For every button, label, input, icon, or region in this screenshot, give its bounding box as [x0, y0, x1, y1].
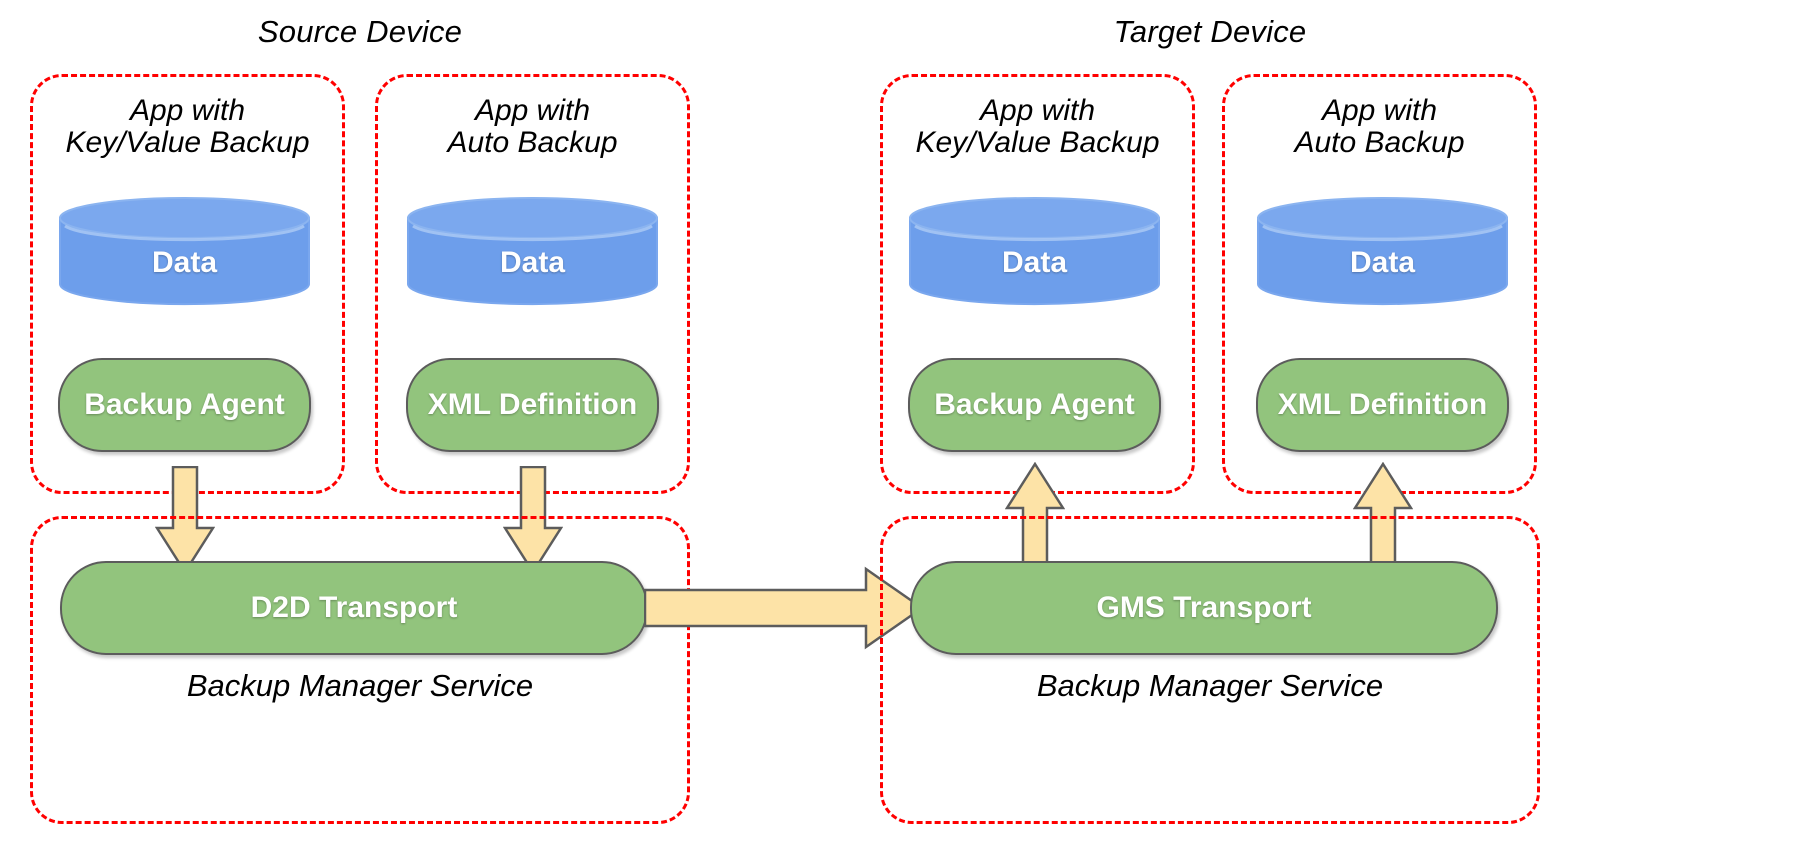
target-backup-manager-service-label: Backup Manager Service — [1036, 668, 1384, 703]
source-app-keyvalue-title: App with Key/Value Backup — [65, 94, 310, 159]
source-device-title: Source Device — [257, 14, 463, 49]
source-app-keyvalue-data-cylinder: Data — [58, 196, 311, 306]
target-backup-manager-service-container — [880, 516, 1540, 824]
source-app-auto-data-cylinder: Data — [406, 196, 659, 306]
target-app-keyvalue-component[interactable]: Backup Agent — [908, 358, 1161, 452]
target-app-auto-component[interactable]: XML Definition — [1256, 358, 1509, 452]
gms-transport-pill[interactable]: GMS Transport — [910, 561, 1498, 655]
target-app-keyvalue-data-cylinder: Data — [908, 196, 1161, 306]
source-backup-manager-service-label: Backup Manager Service — [186, 668, 534, 703]
target-app-keyvalue-title: App with Key/Value Backup — [915, 94, 1160, 159]
source-app-auto-title: App with Auto Backup — [447, 94, 618, 159]
arrow-right-d2d-to-gms-icon — [644, 566, 924, 650]
source-app-auto-component[interactable]: XML Definition — [406, 358, 659, 452]
target-app-auto-title: App with Auto Backup — [1294, 94, 1465, 159]
target-app-auto-data-cylinder: Data — [1256, 196, 1509, 306]
source-backup-manager-service-container — [30, 516, 690, 824]
d2d-transport-pill[interactable]: D2D Transport — [60, 561, 648, 655]
target-device-title: Target Device — [1113, 14, 1307, 49]
arrow-down-xml-definition-to-d2d-icon — [503, 466, 563, 574]
source-app-keyvalue-component[interactable]: Backup Agent — [58, 358, 311, 452]
arrow-down-backup-agent-to-d2d-icon — [155, 466, 215, 574]
